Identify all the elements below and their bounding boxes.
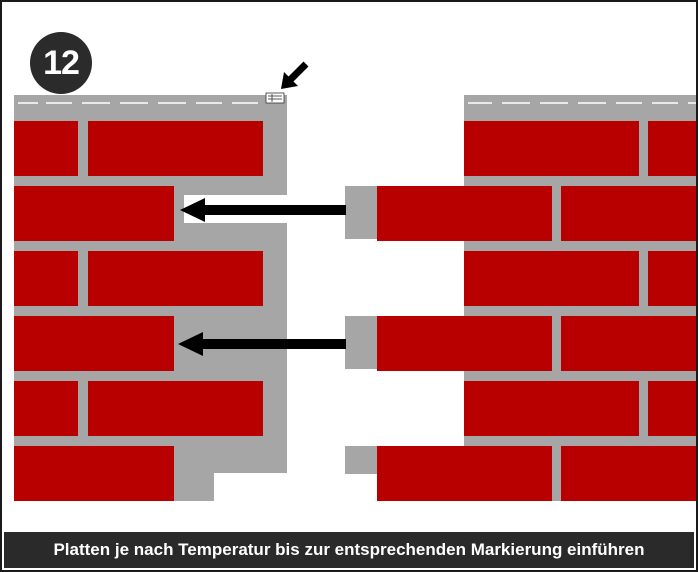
insert-direction-arrow-icon — [180, 198, 346, 222]
sliding-brick-mortar — [345, 186, 377, 239]
sliding-brick-mortar — [345, 316, 377, 369]
brick — [88, 251, 263, 306]
instruction-caption: Platten je nach Temperatur bis zur entsp… — [4, 532, 694, 568]
left-wall — [14, 92, 287, 501]
brick — [14, 316, 174, 371]
sliding-brick — [377, 316, 552, 371]
brick — [561, 446, 696, 501]
sliding-brick-mortar — [345, 446, 377, 474]
insert-direction-arrow-icon — [178, 332, 346, 356]
brick — [14, 121, 78, 176]
brick — [648, 381, 696, 436]
brick — [561, 186, 696, 241]
right-wall — [345, 95, 696, 501]
sliding-brick — [377, 446, 552, 501]
brick — [561, 316, 696, 371]
brick — [88, 121, 263, 176]
brick — [648, 251, 696, 306]
brick — [464, 251, 639, 306]
step-number-badge: 12 — [30, 32, 92, 94]
brick — [14, 251, 78, 306]
brick — [464, 381, 639, 436]
sliding-brick — [377, 186, 552, 241]
brick — [88, 381, 263, 436]
brick — [14, 381, 78, 436]
brick — [464, 121, 639, 176]
marking-pointer-icon — [281, 61, 309, 89]
brick — [14, 446, 174, 501]
temperature-marking-icon — [265, 92, 285, 104]
brick — [14, 186, 174, 241]
brick — [648, 121, 696, 176]
